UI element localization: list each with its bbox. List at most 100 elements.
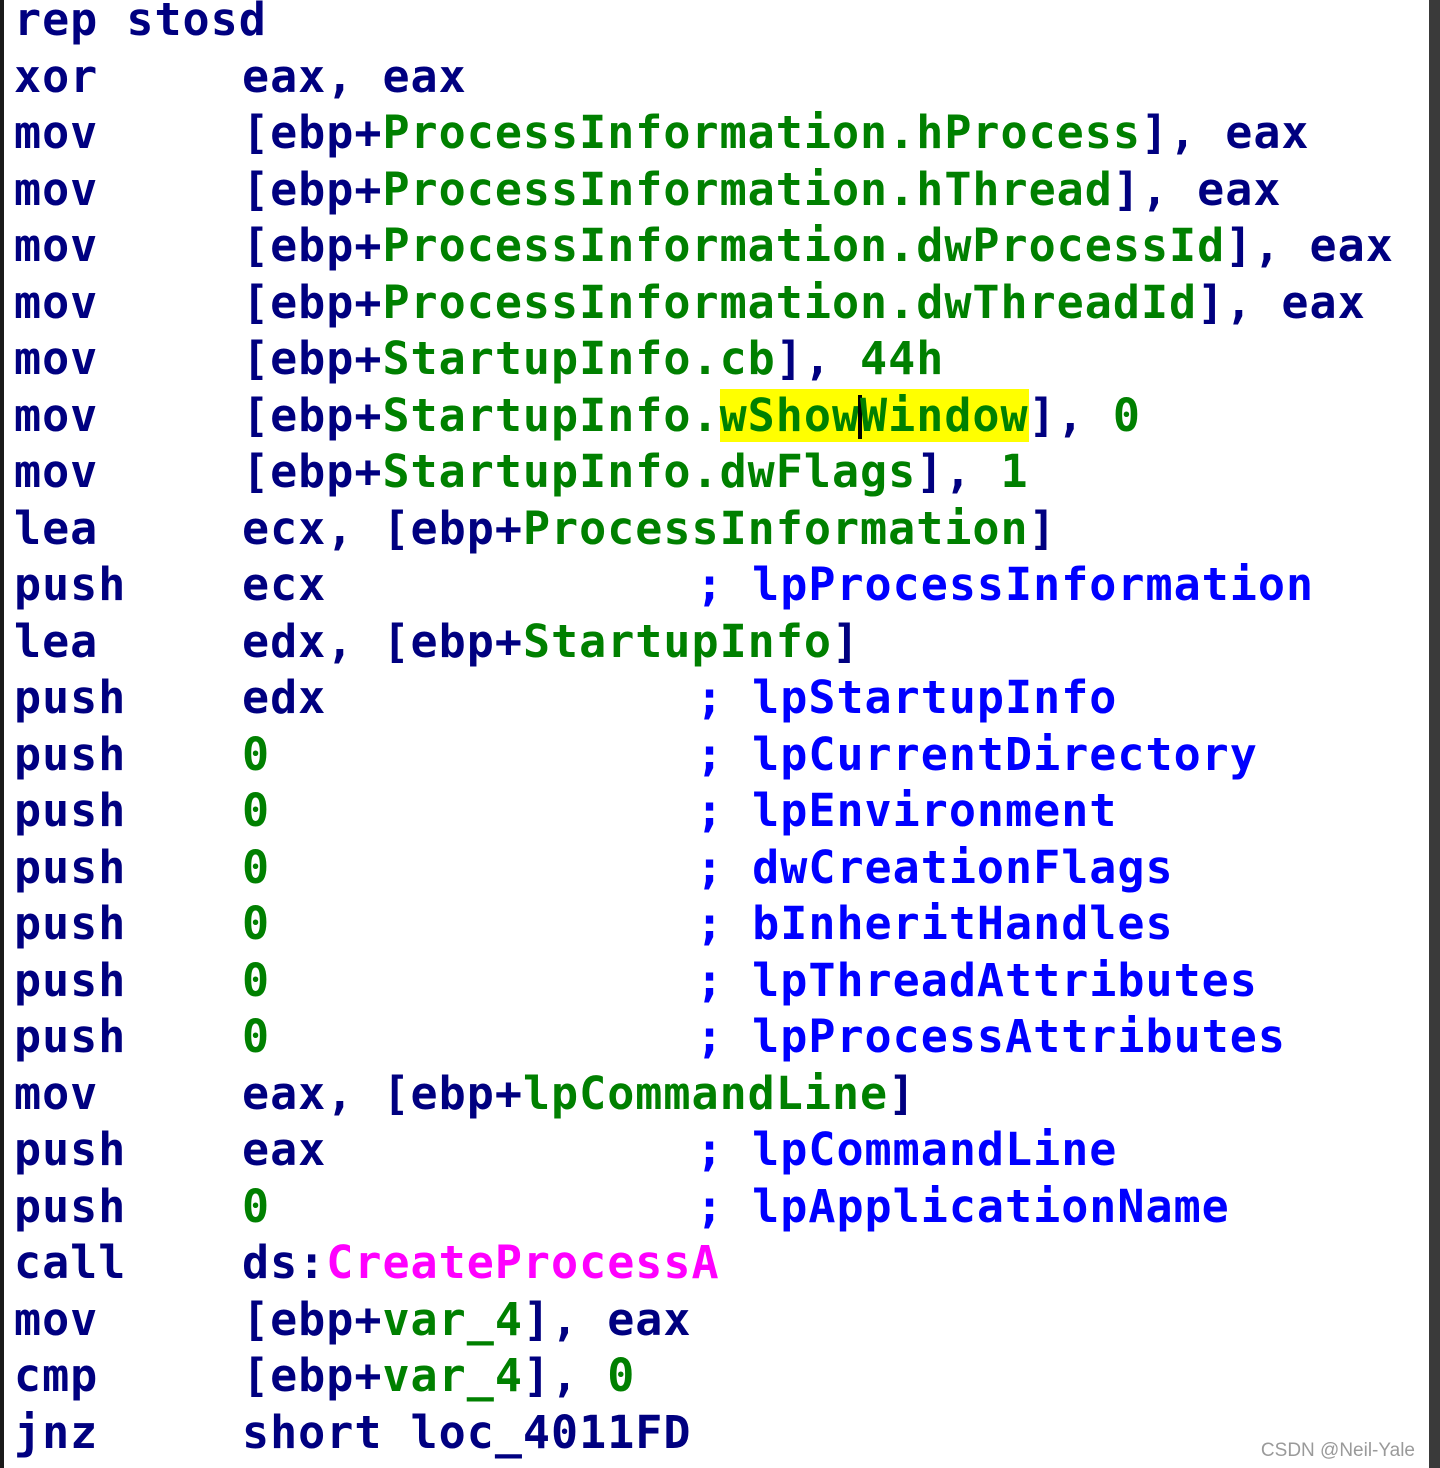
- operand-token: edx: [242, 671, 327, 724]
- operand-token: eax, eax: [242, 49, 467, 103]
- operand-token: ],: [522, 1349, 608, 1402]
- comment: ; lpThreadAttributes: [696, 953, 1258, 1007]
- operands: 0: [242, 783, 270, 840]
- operand-token: 0: [242, 1179, 271, 1233]
- mnemonic: mov: [14, 275, 99, 329]
- mnemonic: xor: [14, 49, 99, 103]
- mnemonic: mov: [14, 445, 99, 498]
- window-edge: [1429, 0, 1440, 1468]
- operand-token: ProcessInformation: [522, 501, 1029, 555]
- comment: ; lpEnvironment: [696, 784, 1118, 837]
- operand-token: ], eax: [1225, 219, 1394, 272]
- operand-token: ecx, [ebp+: [242, 501, 523, 555]
- operands: edx: [242, 670, 326, 727]
- text-cursor: [858, 394, 863, 439]
- operands: [ebp+ProcessInformation.dwProcessId], ea…: [242, 218, 1394, 275]
- operand-token: [ebp+: [242, 445, 383, 498]
- operand-token: 0: [607, 1349, 636, 1402]
- comment: ; lpStartupInfo: [696, 671, 1118, 724]
- operands: [ebp+var_4], eax: [242, 1292, 692, 1349]
- operand-token: ], eax: [522, 1292, 692, 1346]
- operand-token: StartupInfo.cb: [382, 332, 776, 385]
- operand-token: ecx: [242, 558, 327, 611]
- mnemonic: push: [14, 558, 127, 611]
- operand-token: StartupInfo.dwFlags: [382, 445, 917, 498]
- mnemonic: push: [14, 727, 127, 781]
- operand-token: ds:: [242, 1236, 327, 1289]
- operand-token: StartupInfo: [522, 614, 832, 668]
- operand-token: 0: [242, 897, 271, 950]
- operands: eax, [ebp+lpCommandLine]: [242, 1066, 916, 1123]
- operand-token: ], eax: [1140, 106, 1310, 159]
- mnemonic: mov: [14, 219, 99, 272]
- comment: ; dwCreationFlags: [696, 840, 1174, 894]
- operand-token: [ebp+: [242, 1292, 383, 1346]
- operands: eax: [242, 1122, 326, 1179]
- operands: 0: [242, 727, 270, 784]
- operand-token: ],: [916, 445, 1001, 498]
- mnemonic: push: [14, 671, 127, 724]
- operand-token: ProcessInformation.dwThreadId: [382, 275, 1198, 329]
- operands: edx, [ebp+StartupInfo]: [242, 614, 860, 671]
- operands: eax, eax: [242, 49, 467, 106]
- operands: ds:CreateProcessA: [242, 1235, 720, 1292]
- operands: 0: [242, 840, 270, 897]
- operands: [ebp+StartupInfo.dwFlags], 1: [242, 444, 1029, 501]
- operand-token: edx, [ebp+: [242, 614, 523, 668]
- mnemonic: cmp: [14, 1349, 99, 1402]
- comment: ; lpCurrentDirectory: [696, 727, 1258, 781]
- operand-token: ProcessInformation.dwProcessId: [382, 219, 1226, 272]
- operands: 0: [242, 896, 270, 953]
- operand-token: eax: [242, 1123, 327, 1176]
- comment: ; lpCommandLine: [696, 1123, 1118, 1176]
- operand-token: ]: [1028, 501, 1057, 555]
- operand-token: [ebp+: [242, 388, 383, 442]
- operand-token: 0: [242, 953, 271, 1007]
- operand-token: [ebp+: [242, 162, 383, 216]
- operand-token: [ebp+: [242, 332, 383, 385]
- mnemonic: mov: [14, 106, 99, 159]
- operand-token: lpCommandLine: [522, 1066, 889, 1120]
- operands: short loc_4011FD: [242, 1405, 691, 1462]
- operand-token: ],: [775, 332, 861, 385]
- watermark: CSDN @Neil-Yale: [1260, 1440, 1415, 1461]
- mnemonic: call: [14, 1236, 127, 1289]
- operands: [ebp+var_4], 0: [242, 1348, 635, 1405]
- operand-token: ], eax: [1197, 275, 1366, 329]
- comment: ; lpProcessInformation: [696, 558, 1315, 611]
- operands: [ebp+StartupInfo.cb], 44h: [242, 331, 944, 388]
- operand-token: 1: [1000, 445, 1029, 498]
- operands: 0: [242, 953, 270, 1010]
- operand-token: 0: [1112, 388, 1141, 442]
- mnemonic: push: [14, 953, 127, 1007]
- comment: ; bInheritHandles: [696, 897, 1174, 950]
- mnemonic: lea: [14, 614, 99, 668]
- operand-token: ProcessInformation.hProcess: [382, 106, 1141, 159]
- operand-token: 0: [242, 1010, 271, 1063]
- operand-token: 0: [242, 840, 271, 894]
- operand-token: 0: [242, 784, 271, 837]
- comment: ; lpProcessAttributes: [696, 1010, 1286, 1063]
- operand-token: 0: [242, 727, 271, 781]
- mnemonic: push: [14, 1010, 127, 1063]
- operand-token: StartupInfo.: [382, 388, 720, 442]
- operands: 0: [242, 1179, 270, 1236]
- mnemonic: lea: [14, 501, 99, 555]
- operand-token: [ebp+: [242, 219, 383, 272]
- mnemonic: push: [14, 1179, 127, 1233]
- mnemonic: rep stosd: [14, 0, 267, 46]
- operand-token: 44h: [860, 332, 945, 385]
- operands: ecx, [ebp+ProcessInformation]: [242, 501, 1057, 558]
- operands: [ebp+ProcessInformation.hThread], eax: [242, 162, 1281, 219]
- operand-token: ProcessInformation.hThread: [382, 162, 1113, 216]
- operand-token: ]: [888, 1066, 917, 1120]
- highlighted-operand[interactable]: wShowWindow: [719, 388, 1029, 442]
- operands: 0: [242, 1009, 270, 1066]
- operands: ecx: [242, 557, 326, 614]
- operand-token: ], eax: [1112, 162, 1282, 216]
- operand-token: eax, [ebp+: [242, 1066, 523, 1120]
- mnemonic: push: [14, 840, 127, 894]
- operand-token: [ebp+: [242, 106, 383, 159]
- operand-token: var_4: [382, 1349, 523, 1402]
